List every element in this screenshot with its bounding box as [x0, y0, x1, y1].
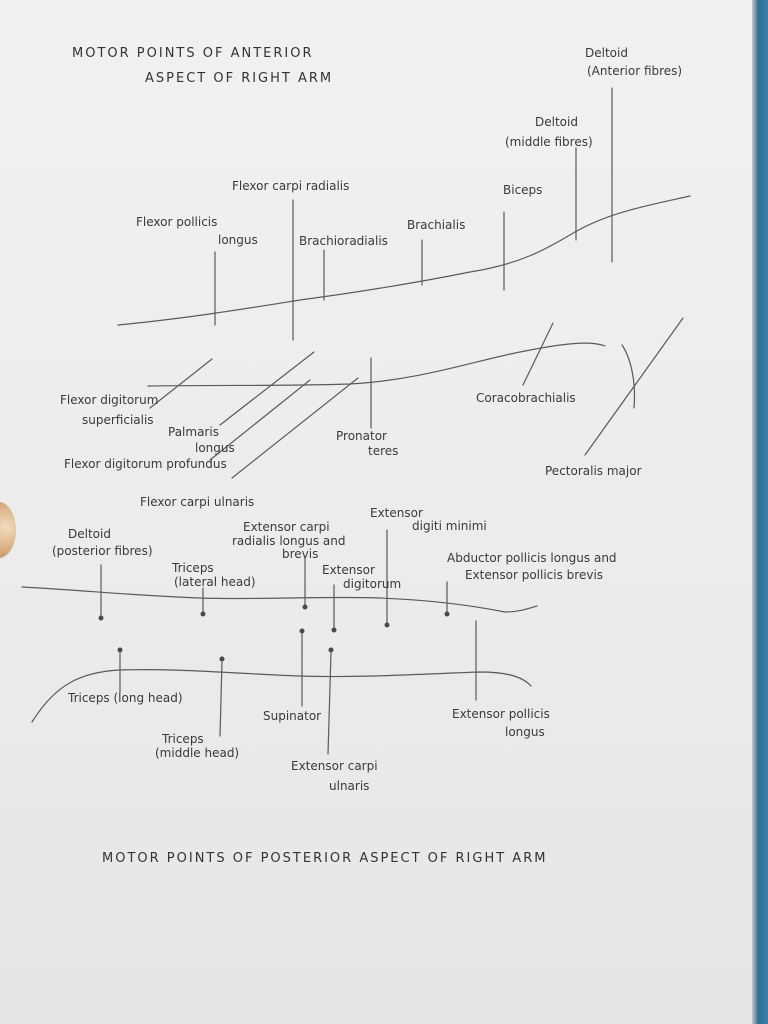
label-epl-2: longus: [505, 725, 545, 739]
label-epl-1: Extensor pollicis: [452, 707, 550, 721]
label-fdp: Flexor digitorum profundus: [64, 457, 227, 471]
label-extensor-digitorum-2: digitorum: [343, 577, 401, 591]
page-edge-background: [752, 0, 768, 1024]
posterior-upper-diagram: [21, 529, 538, 633]
label-biceps: Biceps: [503, 183, 542, 197]
label-ecrl-3: brevis: [282, 547, 318, 561]
label-pronator-teres-1: Pronator: [336, 429, 387, 443]
label-edm-1: Extensor: [370, 506, 423, 520]
anterior-arm-outline-lower: [147, 342, 606, 387]
label-deltoid-middle-1: Deltoid: [535, 115, 578, 129]
label-apl-epb-2: Extensor pollicis brevis: [465, 568, 603, 582]
anterior-lower-diagram: [147, 317, 684, 479]
anterior-arm-outline-upper: [117, 195, 691, 326]
motor-line-palmaris: [219, 351, 315, 426]
posterior-arm-outline-lower: [31, 668, 532, 723]
label-edm-2: digiti minimi: [412, 519, 487, 533]
anterior-title-line-2: ASPECT OF RIGHT ARM: [145, 71, 333, 86]
label-deltoid-posterior-2: (posterior fibres): [52, 544, 153, 558]
label-deltoid-posterior-1: Deltoid: [68, 527, 111, 541]
label-triceps-lateral-2: (lateral head): [174, 575, 256, 589]
label-flexor-pollicis-2: longus: [218, 233, 258, 247]
motor-point-triceps-lateral: [200, 611, 206, 617]
label-deltoid-anterior-2: (Anterior fibres): [587, 64, 682, 78]
label-ecu-2: ulnaris: [329, 779, 369, 793]
label-triceps-middle-1: Triceps: [161, 732, 204, 746]
motor-line-pectoralis-major: [584, 317, 684, 456]
motor-point-ecrl-ecrb: [302, 604, 308, 610]
motor-point-edm: [384, 622, 390, 628]
motor-point-ecu: [328, 647, 334, 653]
label-flexor-pollicis-1: Flexor pollicis: [136, 215, 217, 229]
motor-line-fds: [149, 358, 213, 409]
label-triceps-lateral-1: Triceps: [171, 561, 214, 575]
label-fds-1: Flexor digitorum: [60, 393, 158, 407]
motor-point-supinator: [299, 628, 305, 634]
label-flexor-carpi-radialis: Flexor carpi radialis: [232, 179, 349, 193]
motor-line-ecu: [327, 651, 332, 755]
anterior-upper-diagram: [117, 87, 691, 341]
label-triceps-middle-2: (middle head): [155, 746, 239, 760]
posterior-arm-outline-upper: [21, 586, 538, 613]
posterior-lower-diagram: [31, 620, 532, 755]
motor-point-extensor-digitorum: [331, 627, 337, 633]
label-palmaris-2: longus: [195, 441, 235, 455]
motor-point-deltoid-posterior: [98, 615, 104, 621]
label-ecrl-2: radialis longus and: [232, 534, 345, 548]
label-pectoralis-major: Pectoralis major: [545, 464, 642, 478]
label-extensor-digitorum-1: Extensor: [322, 563, 375, 577]
motor-line-triceps-middle: [219, 660, 223, 737]
label-palmaris-1: Palmaris: [168, 425, 219, 439]
label-deltoid-middle-2: (middle fibres): [505, 135, 593, 149]
label-pronator-teres-2: teres: [368, 444, 398, 458]
motor-line-fcu: [231, 377, 359, 479]
label-apl-epb-1: Abductor pollicis longus and: [447, 551, 617, 565]
motor-point-triceps-long: [117, 647, 123, 653]
label-supinator: Supinator: [263, 709, 321, 723]
label-ecrl-1: Extensor carpi: [243, 520, 330, 534]
anterior-title-line-1: MOTOR POINTS OF ANTERIOR: [72, 46, 314, 61]
label-fds-2: superficialis: [82, 413, 154, 427]
label-ecu-1: Extensor carpi: [291, 759, 378, 773]
label-deltoid-anterior-1: Deltoid: [585, 46, 628, 60]
axilla-curve: [621, 344, 636, 409]
posterior-title: MOTOR POINTS OF POSTERIOR ASPECT OF RIGH…: [102, 851, 547, 866]
thumb-finger: [0, 502, 16, 558]
label-fcu: Flexor carpi ulnaris: [140, 495, 254, 509]
motor-point-apl-epb: [444, 611, 450, 617]
label-brachialis: Brachialis: [407, 218, 465, 232]
label-triceps-long: Triceps (long head): [67, 691, 183, 705]
motor-line-coracobrachialis: [522, 322, 554, 386]
label-brachioradialis: Brachioradialis: [299, 234, 388, 248]
motor-line-fdp: [209, 379, 311, 461]
label-coracobrachialis: Coracobrachialis: [476, 391, 576, 405]
motor-point-triceps-middle: [219, 656, 225, 662]
